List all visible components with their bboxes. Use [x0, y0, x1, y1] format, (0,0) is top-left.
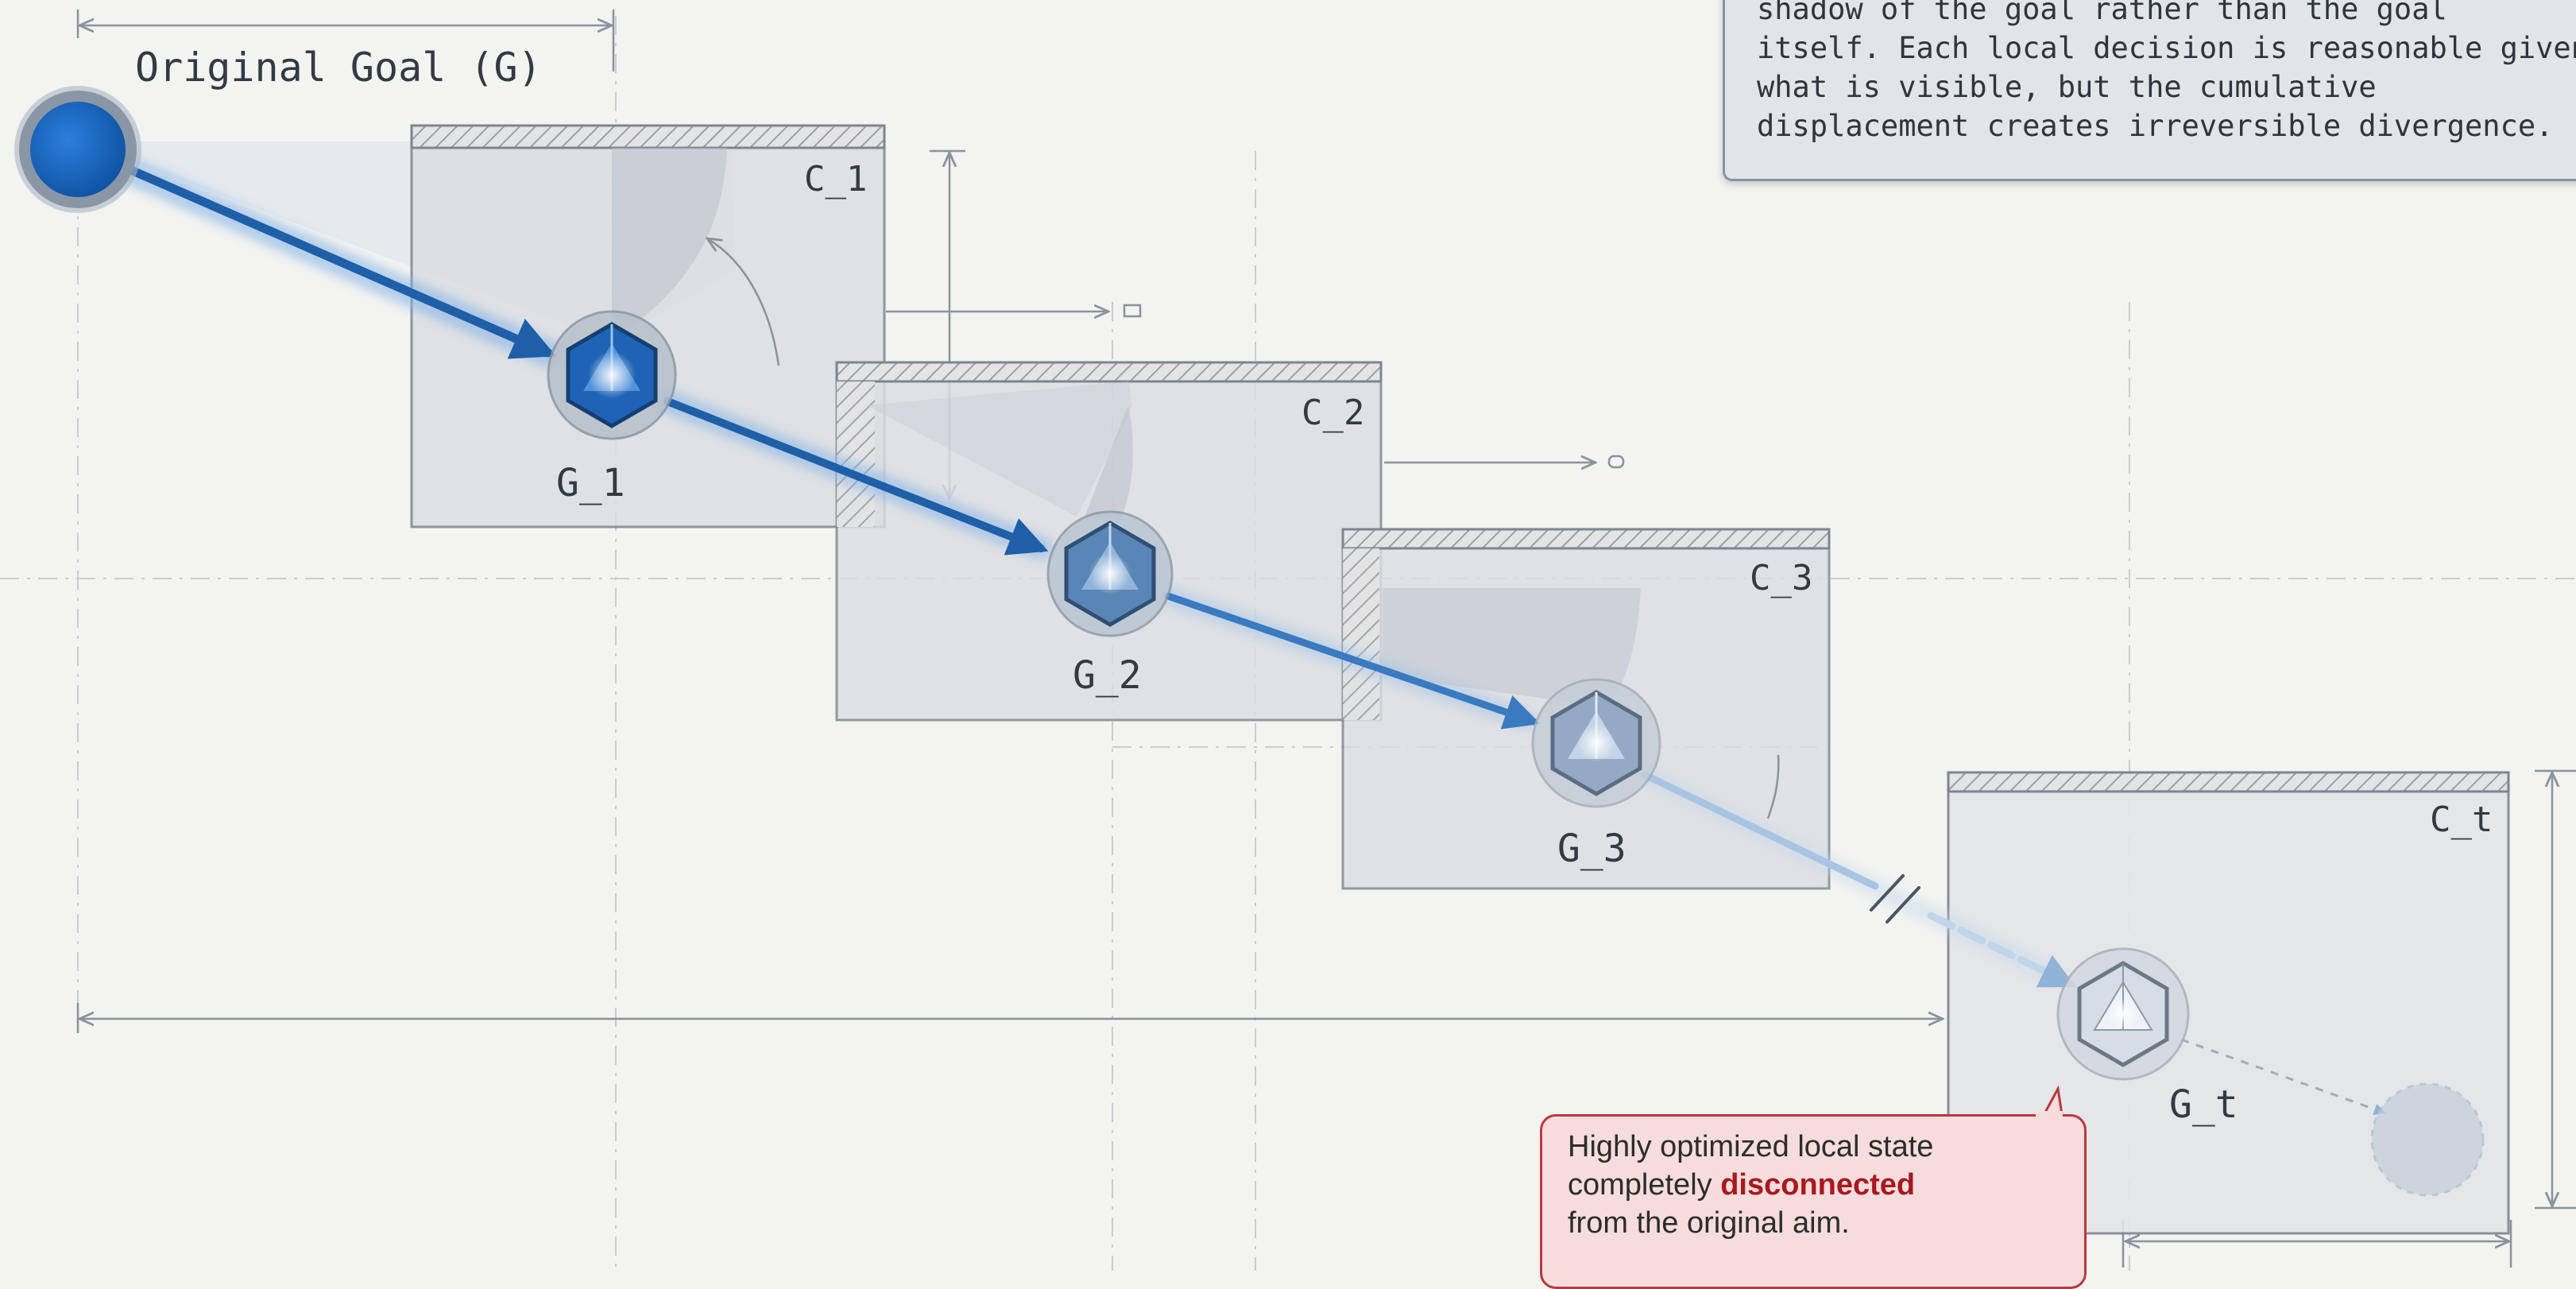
node-label-g3: G_3 — [1557, 826, 1626, 871]
note-line-3: what is visible, but the cumulative — [1757, 70, 2377, 104]
trajectory-segment-4a — [1641, 771, 1879, 890]
node-g1-marker — [547, 310, 677, 440]
trajectory-segment-1 — [108, 157, 557, 359]
original-goal-label: Original Goal (G) — [135, 45, 542, 91]
node-g3-marker — [1531, 678, 1661, 808]
original-goal-marker — [14, 86, 141, 213]
note-line-2: itself. Each local decision is reasonabl… — [1757, 31, 2576, 65]
node-label-gt: G_t — [2169, 1082, 2238, 1127]
note-line-4: displacement creates irreversible diverg… — [1757, 109, 2554, 143]
context-label-c3: C_3 — [1750, 558, 1813, 598]
context-label-ct: C_t — [2430, 799, 2493, 840]
callout-emphasis: disconnected — [1720, 1168, 1916, 1202]
context-label-c2: C_2 — [1302, 393, 1365, 433]
callout-line-1: Highly optimized local state — [1568, 1130, 1934, 1163]
context-frame-c2 — [835, 361, 1383, 722]
phantom-goal-marker — [2370, 1082, 2485, 1197]
dimension-lines — [76, 10, 2576, 1268]
node-label-g1: G_1 — [556, 461, 625, 505]
disconnection-callout: Highly optimized local state completely … — [1540, 1114, 2087, 1289]
note-line-1: shadow of the goal rather than the goal — [1757, 0, 2447, 26]
phantom-goal-link — [2180, 1038, 2386, 1115]
node-gt-marker — [2056, 947, 2190, 1081]
callout-pointer-mask — [2036, 1111, 2063, 1121]
callout-line-2: completely disconnected — [1568, 1166, 2059, 1204]
trajectory-break-mark-1 — [1870, 874, 1905, 912]
trajectory-segment-2 — [663, 397, 1049, 555]
explanation-note: shadow of the goal rather than the goal … — [1723, 0, 2576, 181]
trajectory-break-mark-2 — [1886, 886, 1920, 923]
goal-drift-trajectory — [108, 157, 2077, 988]
node-label-g2: G_2 — [1073, 653, 1142, 698]
context-label-c1: C_1 — [804, 159, 868, 199]
trajectory-segment-3 — [1164, 592, 1541, 730]
callout-line-2-text: completely — [1568, 1168, 1721, 1202]
node-g2-marker — [1046, 510, 1174, 637]
trajectory-segment-4b — [1927, 912, 2077, 988]
callout-line-3: from the original aim. — [1568, 1206, 1850, 1240]
